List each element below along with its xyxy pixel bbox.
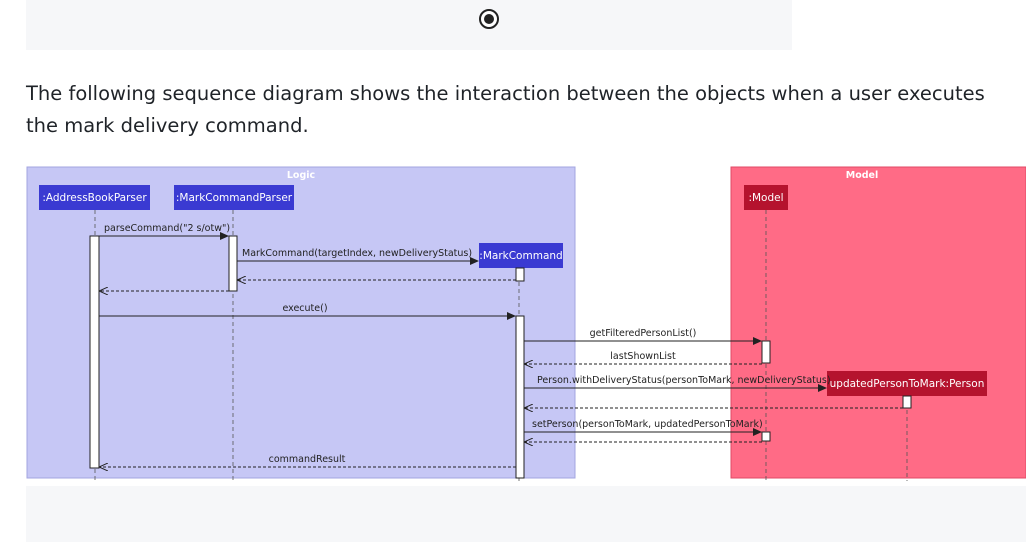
message-label-lastshownlist: lastShownList <box>610 351 676 362</box>
participant-updatedperson: updatedPersonToMark:Person <box>827 371 987 396</box>
previous-diagram-fragment <box>26 0 792 50</box>
message-label-commandresult: commandResult <box>269 454 346 465</box>
activity-end-node-icon <box>479 9 499 29</box>
participant-label: :Model <box>748 192 783 204</box>
model-box-title: Model <box>846 170 878 181</box>
participant-label: :MarkCommand <box>479 250 562 262</box>
message-label-getfilteredpersonlist: getFilteredPersonList() <box>590 328 697 339</box>
activation-markcommand-execute <box>515 315 525 479</box>
activation-model-setperson <box>761 431 771 442</box>
logic-box-title: Logic <box>287 170 315 181</box>
activation-markcommandparser <box>228 235 238 292</box>
participant-label: :MarkCommandParser <box>176 192 293 204</box>
message-label-setperson: setPerson(personToMark, updatedPersonToM… <box>532 419 763 430</box>
sequence-diagram: Logic Model :AddressBookParser :MarkComm… <box>26 166 1026 486</box>
participant-label: :AddressBookParser <box>42 192 147 204</box>
participant-markcommandparser: :MarkCommandParser <box>174 185 294 210</box>
message-label-execute: execute() <box>282 303 327 314</box>
model-box <box>730 166 1026 479</box>
message-label-parsecommand: parseCommand("2 s/otw") <box>104 223 230 234</box>
message-label-withdeliverystatus: Person.withDeliveryStatus(personToMark, … <box>537 375 831 386</box>
participant-markcommand: :MarkCommand <box>479 243 563 268</box>
activation-addressbookparser <box>89 235 100 469</box>
activation-markcommand-ctor <box>515 267 525 282</box>
next-diagram-fragment <box>26 486 1026 542</box>
message-label-markcommand-ctor: MarkCommand(targetIndex, newDeliveryStat… <box>242 248 472 259</box>
participant-label: updatedPersonToMark:Person <box>830 378 985 390</box>
participant-addressbookparser: :AddressBookParser <box>39 185 150 210</box>
participant-model: :Model <box>744 185 788 210</box>
logic-box <box>26 166 576 479</box>
activation-model-getlist <box>761 340 771 364</box>
activation-updatedperson <box>902 395 912 409</box>
intro-paragraph: The following sequence diagram shows the… <box>26 82 985 137</box>
